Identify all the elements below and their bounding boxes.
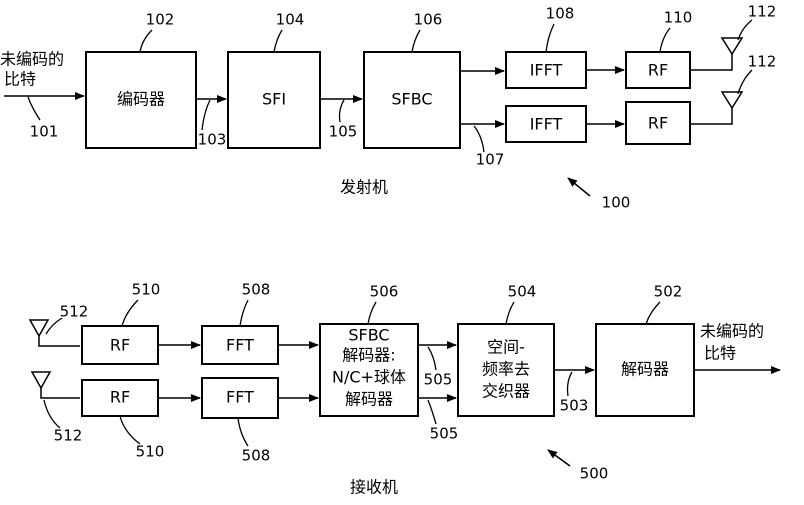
rx-rf-bottom-ref: 510 [136, 443, 165, 461]
tx-sfbc-block [363, 51, 461, 149]
tx-sfi-out-ref: 105 [329, 123, 358, 141]
tx-encoder-block [85, 51, 197, 149]
tx-figure-ref: 100 [602, 194, 631, 212]
tx-encoder-out-ref: 103 [198, 131, 227, 149]
rx-deinterleaver-ref-lead [505, 301, 515, 325]
tx-encoder-ref: 102 [146, 11, 175, 29]
rx-rf-top-block [81, 325, 159, 365]
rx-sfbc-out-bottom-ref: 505 [430, 425, 459, 443]
rx-sfbc-decoder-label-line3: N/C+球体 [332, 368, 406, 387]
rx-antenna-top-icon [28, 319, 80, 347]
rx-sfbc-out-top-ref-lead [427, 346, 437, 371]
rx-antenna-bottom-icon [30, 371, 80, 399]
tx-ifft-bottom-block [505, 105, 587, 143]
rx-antenna-top-ref: 512 [60, 303, 89, 321]
rx-fft-bottom-ref: 508 [242, 447, 271, 465]
rx-deinterleaver-ref: 504 [508, 283, 537, 301]
rx-rf-bottom-label: RF [110, 388, 130, 407]
rx-deinterleaver-label-line2: 频率去 [482, 360, 530, 379]
tx-sfi-out-ref-lead [338, 99, 345, 123]
rx-figure-ref-arrow [547, 449, 571, 467]
transmitter-diagram: 未编码的 比特 101 编码器 102 103 SFI 104 105 SFBC… [0, 3, 776, 212]
tx-sfbc-ref: 106 [414, 11, 443, 29]
rx-rf-top-label: RF [110, 336, 130, 355]
tx-input-ref: 101 [30, 123, 59, 141]
tx-figure-ref-arrow [567, 177, 591, 197]
tx-caption: 发射机 [340, 178, 388, 197]
tx-encoder-label: 编码器 [117, 90, 165, 109]
tx-encoder-out-ref-lead [201, 99, 211, 131]
tx-antenna-top-icon [690, 37, 744, 71]
rx-deinterleaver-label-line1: 空间- [487, 338, 525, 357]
tx-sfbc-out-ref-lead [473, 125, 485, 153]
rx-figure-ref: 500 [580, 465, 609, 483]
rx-sfbc-decoder-ref: 506 [370, 283, 399, 301]
rx-decoder-ref-lead [645, 301, 661, 325]
tx-ifft-ref: 108 [546, 5, 575, 23]
rx-sfbc-out-bottom-ref-lead [427, 399, 437, 425]
rx-deinterleaver-block [457, 323, 555, 417]
tx-rf-top-block [625, 51, 691, 89]
rx-antenna-bottom-ref: 512 [54, 427, 83, 445]
tx-antenna-top-ref: 112 [748, 3, 777, 21]
tx-antenna-bottom-icon [690, 91, 744, 125]
tx-rf-ref-lead [659, 27, 671, 53]
rx-deinterleaver-out-ref: 503 [560, 397, 589, 415]
rx-deinterleaver-out-ref-lead [566, 371, 573, 397]
rx-sfbc-decoder-label-line2: 解码器: [342, 346, 395, 365]
tx-rf-bottom-label: RF [648, 114, 668, 133]
tx-encoder-ref-lead [139, 29, 153, 53]
rx-decoder-label: 解码器 [621, 360, 669, 379]
rx-antenna-top-ref-lead [45, 317, 63, 335]
rx-fft-bottom-ref-lead [237, 417, 249, 447]
rx-decoder-ref: 502 [654, 283, 683, 301]
rx-caption: 接收机 [350, 478, 398, 497]
tx-antenna-bottom-ref: 112 [748, 53, 777, 71]
rx-fft-bottom-label: FFT [226, 388, 254, 407]
tx-sfi-label: SFI [262, 90, 286, 109]
tx-sfbc-out-ref: 107 [476, 151, 505, 169]
tx-input-label-line1: 未编码的 [0, 50, 64, 69]
rx-fft-top-ref-lead [239, 299, 249, 327]
tx-rf-bottom-block [625, 101, 691, 145]
tx-antenna-bottom-ref-lead [737, 69, 753, 95]
tx-ifft-ref-lead [545, 23, 555, 53]
tx-sfbc-ref-lead [411, 29, 421, 53]
rx-sfbc-decoder-ref-lead [367, 301, 377, 325]
tx-ifft-bottom-label: IFFT [530, 115, 563, 134]
rx-fft-top-label: FFT [226, 336, 254, 355]
rx-fft-top-ref: 508 [242, 281, 271, 299]
tx-input-ref-lead [27, 96, 41, 121]
tx-input-label-line2: 比特 [4, 70, 36, 89]
tx-antenna-top-ref-lead [737, 19, 753, 41]
tx-rf-top-label: RF [648, 61, 668, 80]
tx-sfbc-label: SFBC [391, 90, 432, 109]
rx-rf-bottom-ref-lead [119, 415, 141, 445]
tx-rf-ref: 110 [664, 9, 693, 27]
receiver-diagram: 512 512 RF 510 RF 510 FFT 508 FFT 508 [28, 281, 781, 497]
rx-rf-top-ref-lead [121, 299, 139, 327]
rx-sfbc-decoder-label-line4: 解码器 [345, 390, 393, 409]
rx-antenna-bottom-ref-lead [43, 399, 61, 429]
rx-fft-top-block [201, 325, 279, 365]
rx-sfbc-decoder-label-line1: SFBC [348, 326, 389, 345]
rx-fft-bottom-block [201, 377, 279, 419]
rx-deinterleaver-label-line3: 交织器 [482, 382, 530, 401]
tx-sfi-ref: 104 [276, 11, 305, 29]
tx-sfi-ref-lead [273, 29, 283, 53]
rx-rf-top-ref: 510 [132, 281, 161, 299]
rx-sfbc-decoder-block [319, 323, 419, 417]
rx-rf-bottom-block [81, 379, 159, 417]
tx-ifft-top-label: IFFT [530, 61, 563, 80]
rx-output-label-line2: 比特 [704, 344, 736, 363]
rx-sfbc-out-top-ref: 505 [424, 371, 453, 389]
rx-output-label-line1: 未编码的 [700, 322, 764, 341]
